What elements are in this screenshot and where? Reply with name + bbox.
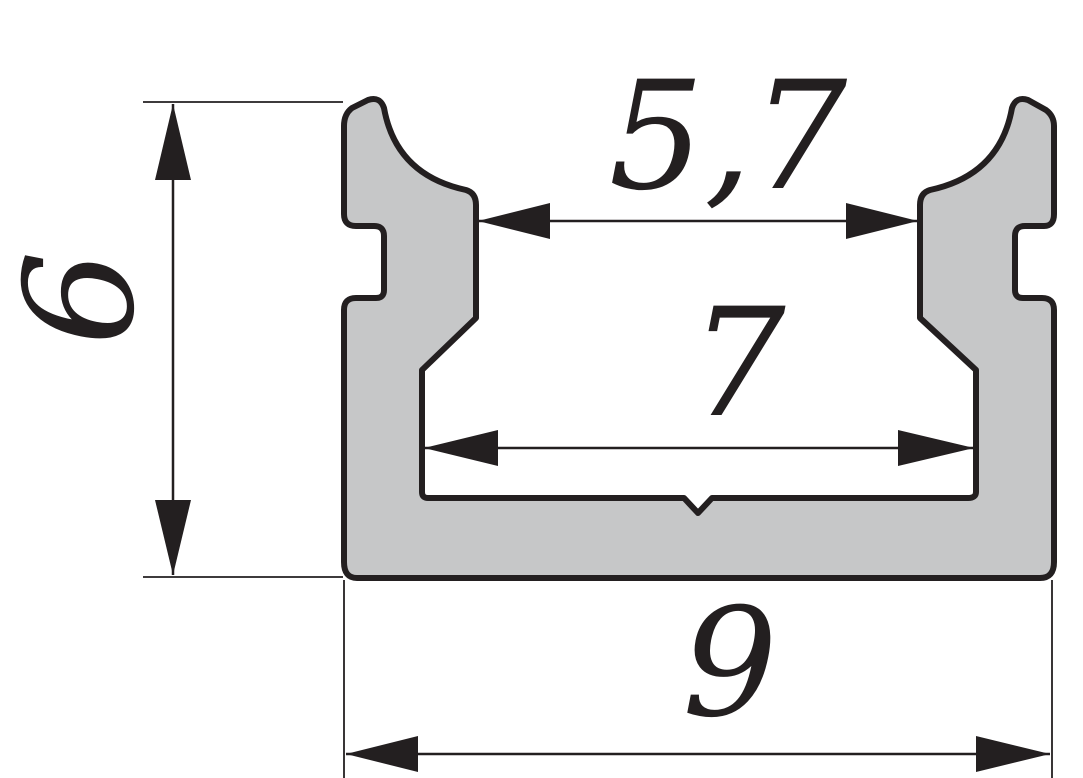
outer-width-arrow-left bbox=[346, 736, 418, 772]
inner-width-dimension-label: 7 bbox=[690, 277, 786, 451]
top-opening-arrow-left bbox=[478, 203, 550, 239]
height-arrow-top bbox=[155, 104, 191, 180]
top-opening-dimension-label: 5,7 bbox=[609, 50, 848, 224]
outer-width-dimension-label: 9 bbox=[682, 577, 777, 751]
channel-profile-section bbox=[341, 96, 1057, 581]
outer-width-arrow-right bbox=[976, 736, 1050, 772]
height-dimension-label: 6 bbox=[0, 250, 168, 345]
inner-width-arrow-right bbox=[898, 430, 974, 466]
top-opening-arrow-right bbox=[846, 203, 918, 239]
height-arrow-bottom bbox=[155, 500, 191, 575]
inner-width-arrow-left bbox=[424, 430, 498, 466]
